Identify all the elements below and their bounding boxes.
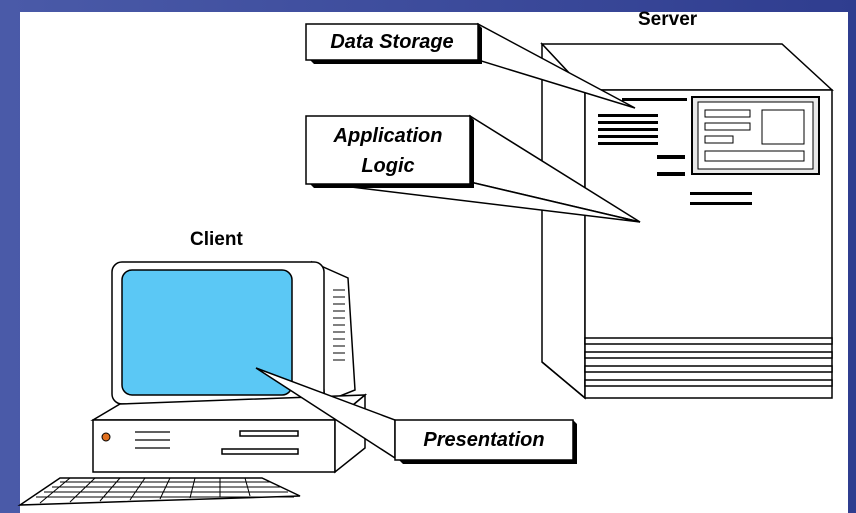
client-caption: Client (190, 229, 243, 250)
desktop-front-lines (135, 431, 170, 449)
data-storage-label: Data Storage (330, 31, 454, 53)
power-led (101, 432, 111, 442)
callout-presentation (255, 367, 577, 464)
server-illustration (540, 42, 834, 400)
monitor-vents (333, 289, 345, 361)
client-illustration (17, 260, 368, 506)
storage-slots (598, 98, 752, 205)
server-vents (584, 337, 833, 387)
application-logic-label-line2: Logic (361, 155, 415, 177)
keyboard-keys (36, 477, 294, 504)
client-screen (121, 269, 293, 396)
server-caption: Server (638, 9, 698, 30)
callout-data-storage (305, 22, 636, 109)
presentation-label: Presentation (423, 429, 545, 451)
callout-application-logic (305, 114, 641, 223)
application-logic-label-line1: Application (333, 125, 443, 147)
